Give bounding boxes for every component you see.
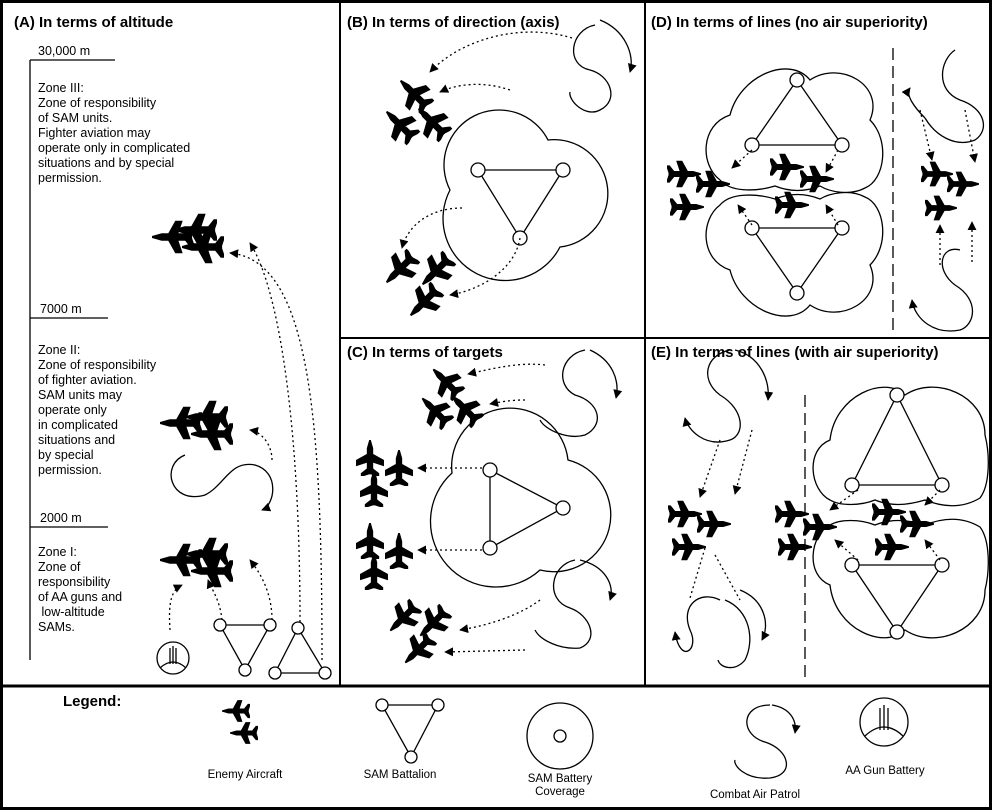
combat-air-patrol-icon: [734, 704, 801, 779]
sam-coverage-zone: [442, 109, 609, 282]
intercept-arrow: [229, 249, 323, 661]
enemy-aircraft-icon: [230, 722, 258, 744]
enemy-aircraft: [356, 440, 384, 476]
enemy-aircraft: [175, 213, 217, 247]
enemy-aircraft: [925, 195, 957, 221]
enemy-aircraft: [672, 533, 706, 561]
enemy-aircraft: [399, 277, 449, 327]
panel-e-title: (E) In terms of lines (with air superior…: [651, 344, 939, 361]
panel-a-title: (A) In terms of altitude: [14, 14, 174, 31]
intercept-arrow: [168, 584, 183, 631]
panel-d-title: (D) In terms of lines (no air superiorit…: [651, 14, 928, 31]
enemy-aircraft: [385, 533, 413, 569]
enemy-aircraft: [360, 471, 388, 507]
enemy-aircraft: [186, 537, 228, 571]
altitude-label-7000: 7000 m: [40, 302, 82, 316]
panel-b-title: (B) In terms of direction (axis): [347, 14, 560, 31]
sam-battalion-icon: [375, 698, 445, 764]
sam-battalion: [268, 621, 332, 680]
sam-coverage-zone: [812, 518, 989, 639]
intercept-arrow: [249, 426, 273, 461]
altitude-label-2000: 2000 m: [40, 511, 82, 525]
sam-battalion: [489, 468, 565, 550]
panel-c-title: (C) In terms of targets: [347, 344, 503, 361]
sam-battalion: [750, 227, 844, 295]
sam-battalion: [850, 393, 944, 486]
panel-c-drawing: [356, 349, 623, 673]
intercept-arrow: [249, 242, 301, 623]
enemy-aircraft: [395, 627, 441, 673]
enemy-aircraft: [670, 193, 704, 221]
enemy-aircraft: [423, 359, 469, 405]
sam-battalion: [476, 169, 565, 240]
enemy-aircraft: [697, 510, 731, 538]
enemy-aircraft: [375, 100, 425, 150]
sam-coverage-zone: [705, 68, 884, 194]
combat-air-patrol: [170, 454, 274, 512]
sam-battery-coverage-icon: [526, 702, 594, 770]
intercept-arrow: [249, 559, 273, 621]
altitude-label-30000: 30,000 m: [38, 44, 91, 58]
enemy-aircraft: [667, 160, 701, 188]
sam-battalion: [213, 618, 277, 677]
sam-battalion: [850, 564, 944, 634]
enemy-aircraft: [356, 523, 384, 559]
enemy-aircraft: [407, 97, 457, 147]
sam-coverage-zone: [429, 407, 612, 588]
enemy-aircraft: [380, 595, 426, 641]
sam-battalion: [750, 78, 844, 146]
aa-gun-battery-icon: [859, 697, 909, 747]
enemy-aircraft: [360, 554, 388, 590]
legend-label-sam-battalion: SAM Battalion: [363, 769, 437, 781]
legend-label-sam-battery-coverage: SAM Battery Coverage: [527, 773, 593, 798]
panel-d-drawing: [667, 48, 984, 332]
enemy-aircraft: [389, 69, 439, 119]
panel-a-drawing: [29, 59, 332, 680]
enemy-aircraft: [186, 400, 228, 434]
enemy-aircraft: [385, 450, 413, 486]
enemy-aircraft: [947, 171, 979, 197]
enemy-aircraft: [668, 500, 702, 528]
aa-gun-battery: [156, 641, 190, 675]
panel-b-drawing: [375, 19, 637, 327]
legend-label-combat-air-patrol: Combat Air Patrol: [709, 789, 801, 801]
enemy-aircraft: [778, 533, 812, 561]
sam-coverage-zone: [812, 386, 989, 507]
enemy-aircraft: [412, 388, 458, 434]
legend-drawing: [222, 697, 909, 779]
legend-label-enemy-aircraft: Enemy Aircraft: [207, 769, 283, 781]
combat-air-patrol: [569, 24, 612, 113]
legend-label-aa-gun-battery: AA Gun Battery: [845, 765, 925, 777]
panel-e-drawing: [668, 349, 989, 680]
enemy-aircraft: [375, 244, 425, 294]
legend-title: Legend:: [63, 693, 122, 710]
enemy-aircraft-icon: [222, 700, 250, 722]
